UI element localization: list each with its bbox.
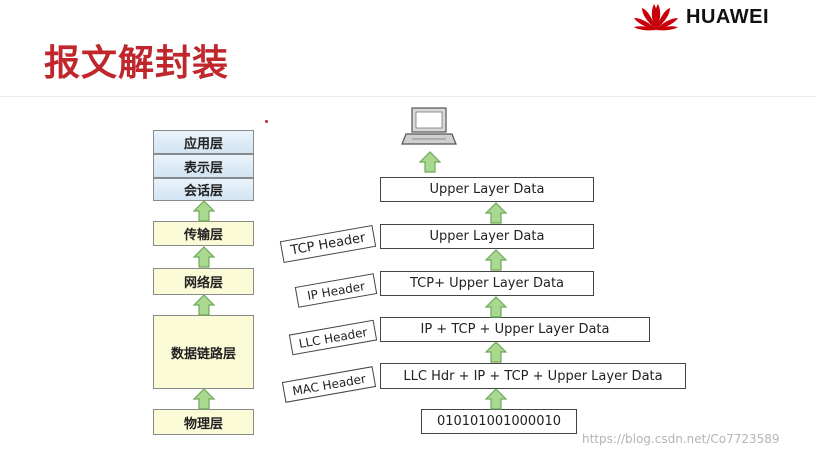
layer-network: 网络层 — [153, 268, 254, 295]
packet-bits: 010101001000010 — [421, 409, 577, 434]
header-divider — [0, 96, 816, 97]
up-arrow-icon — [419, 151, 441, 173]
brand-name: HUAWEI — [686, 6, 769, 28]
packet-mac-data: LLC Hdr + IP + TCP + Upper Layer Data — [380, 363, 686, 389]
packet-transport-data: Upper Layer Data — [380, 224, 594, 249]
up-arrow-icon — [193, 388, 215, 410]
layer-datalink: 数据链路层 — [153, 315, 254, 389]
up-arrow-icon — [485, 249, 507, 271]
layer-presentation: 表示层 — [153, 154, 254, 178]
decorative-dot — [265, 120, 268, 123]
packet-llc-data: IP + TCP + Upper Layer Data — [380, 317, 650, 342]
up-arrow-icon — [485, 296, 507, 318]
up-arrow-icon — [193, 294, 215, 316]
computer-icon — [401, 107, 457, 145]
packet-network-data: TCP+ Upper Layer Data — [380, 271, 594, 296]
layer-session: 会话层 — [153, 178, 254, 201]
packet-top-data: Upper Layer Data — [380, 177, 594, 202]
up-arrow-icon — [193, 246, 215, 268]
up-arrow-icon — [485, 341, 507, 363]
layer-application: 应用层 — [153, 130, 254, 154]
layer-transport: 传输层 — [153, 221, 254, 246]
watermark: https://blog.csdn.net/Co7723589 — [582, 432, 780, 446]
up-arrow-icon — [485, 388, 507, 410]
page-title: 报文解封装 — [44, 43, 230, 84]
up-arrow-icon — [193, 200, 215, 222]
layer-physical: 物理层 — [153, 409, 254, 435]
up-arrow-icon — [485, 202, 507, 224]
huawei-logo-icon — [634, 4, 678, 31]
